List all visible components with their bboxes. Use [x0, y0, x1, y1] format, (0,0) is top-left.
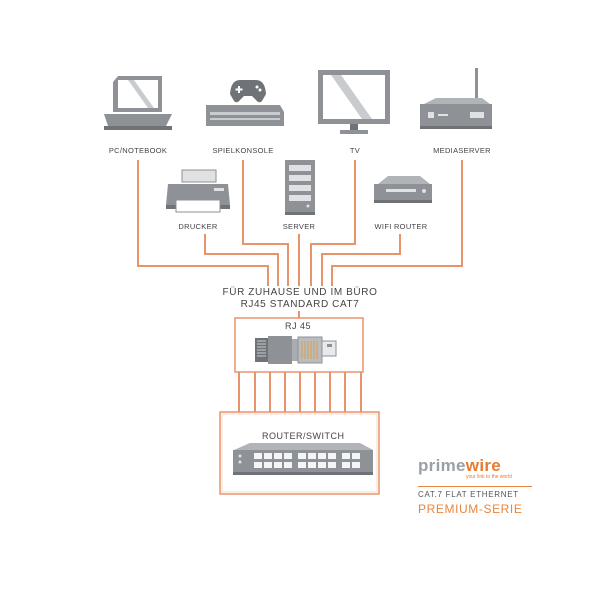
- cable-tv: [310, 160, 356, 286]
- cable-console-down: [242, 212, 289, 286]
- center-heading-line1: FÜR ZUHAUSE UND IM BÜRO: [222, 287, 378, 298]
- brand-divider: [418, 486, 532, 487]
- brand-logo-block: primewire your link to the world: [418, 457, 536, 481]
- device-label-tv: TV: [349, 146, 361, 155]
- device-label-pc-notebook: PC/NOTEBOOK: [108, 146, 168, 155]
- device-label-wifi-router: WIFI ROUTER: [374, 222, 428, 231]
- rj45-connector-icon: [255, 336, 337, 364]
- device-label-mediaserver: MEDIASERVER: [433, 146, 491, 155]
- center-heading-line2: RJ45 STANDARD CAT7: [240, 299, 360, 310]
- device-label-spielkonsole: SPIELKONSOLE: [212, 146, 274, 155]
- brand-logo: primewire: [418, 457, 536, 475]
- switch-box-title: ROUTER/SWITCH: [262, 431, 345, 441]
- brand-product: CAT.7 FLAT ETHERNET: [418, 490, 519, 499]
- cable-printer: [204, 234, 279, 286]
- device-label-server: SERVER: [282, 222, 316, 231]
- cable-wifi: [321, 234, 401, 286]
- brand-logo-prime: prime: [418, 456, 466, 475]
- cable-mediaserver: [331, 160, 463, 286]
- cable-pc: [137, 160, 269, 286]
- game-console-icon: [206, 80, 284, 126]
- tv-icon: [318, 70, 390, 134]
- mediaserver-icon: [420, 68, 492, 129]
- wifi-router-icon: [374, 176, 432, 203]
- rj45-box-title: RJ 45: [285, 321, 312, 331]
- brand-logo-wire: wire: [465, 456, 502, 475]
- laptop-icon: [104, 76, 172, 130]
- brand-tagline: your link to the world: [466, 474, 512, 480]
- network-switch-icon: [233, 443, 373, 475]
- brand-series: PREMIUM-SERIE: [418, 502, 523, 516]
- server-icon: [285, 160, 315, 215]
- printer-icon: [166, 169, 230, 213]
- cable-lines: [137, 160, 463, 286]
- device-label-drucker: DRUCKER: [178, 222, 218, 231]
